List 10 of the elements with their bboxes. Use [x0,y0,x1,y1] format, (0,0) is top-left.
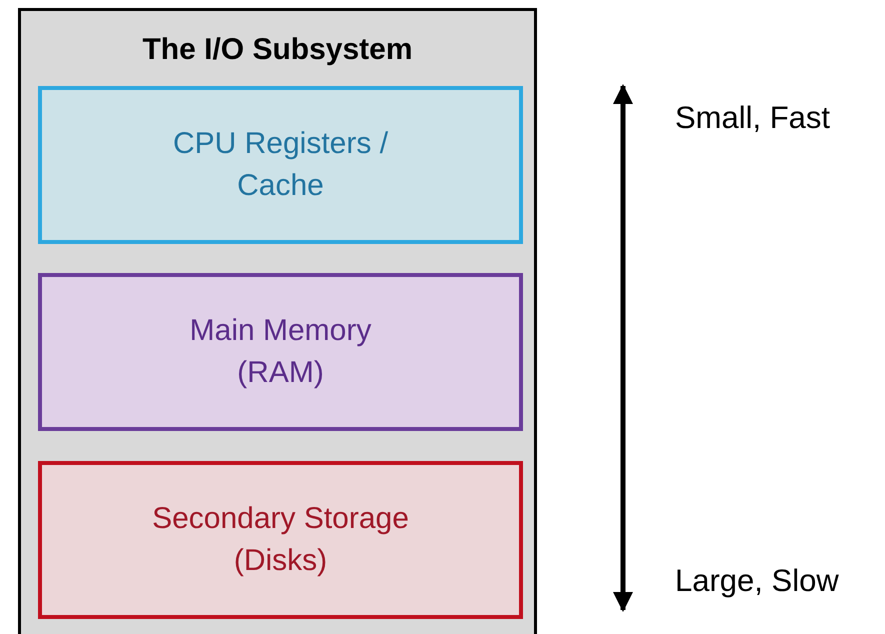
layer-box [38,273,523,431]
container-panel [18,8,537,634]
layer-box [38,86,523,244]
layer-label: Secondary Storage (Disks) [151,501,410,579]
scale-label: Large, Slow [675,563,839,599]
panel-title: The I/O Subsystem [141,32,414,68]
layer-label: CPU Registers / Cache [172,126,390,204]
layer-label: Main Memory (RAM) [188,313,372,391]
layer-box [38,461,523,619]
scale-label: Small, Fast [675,100,830,136]
